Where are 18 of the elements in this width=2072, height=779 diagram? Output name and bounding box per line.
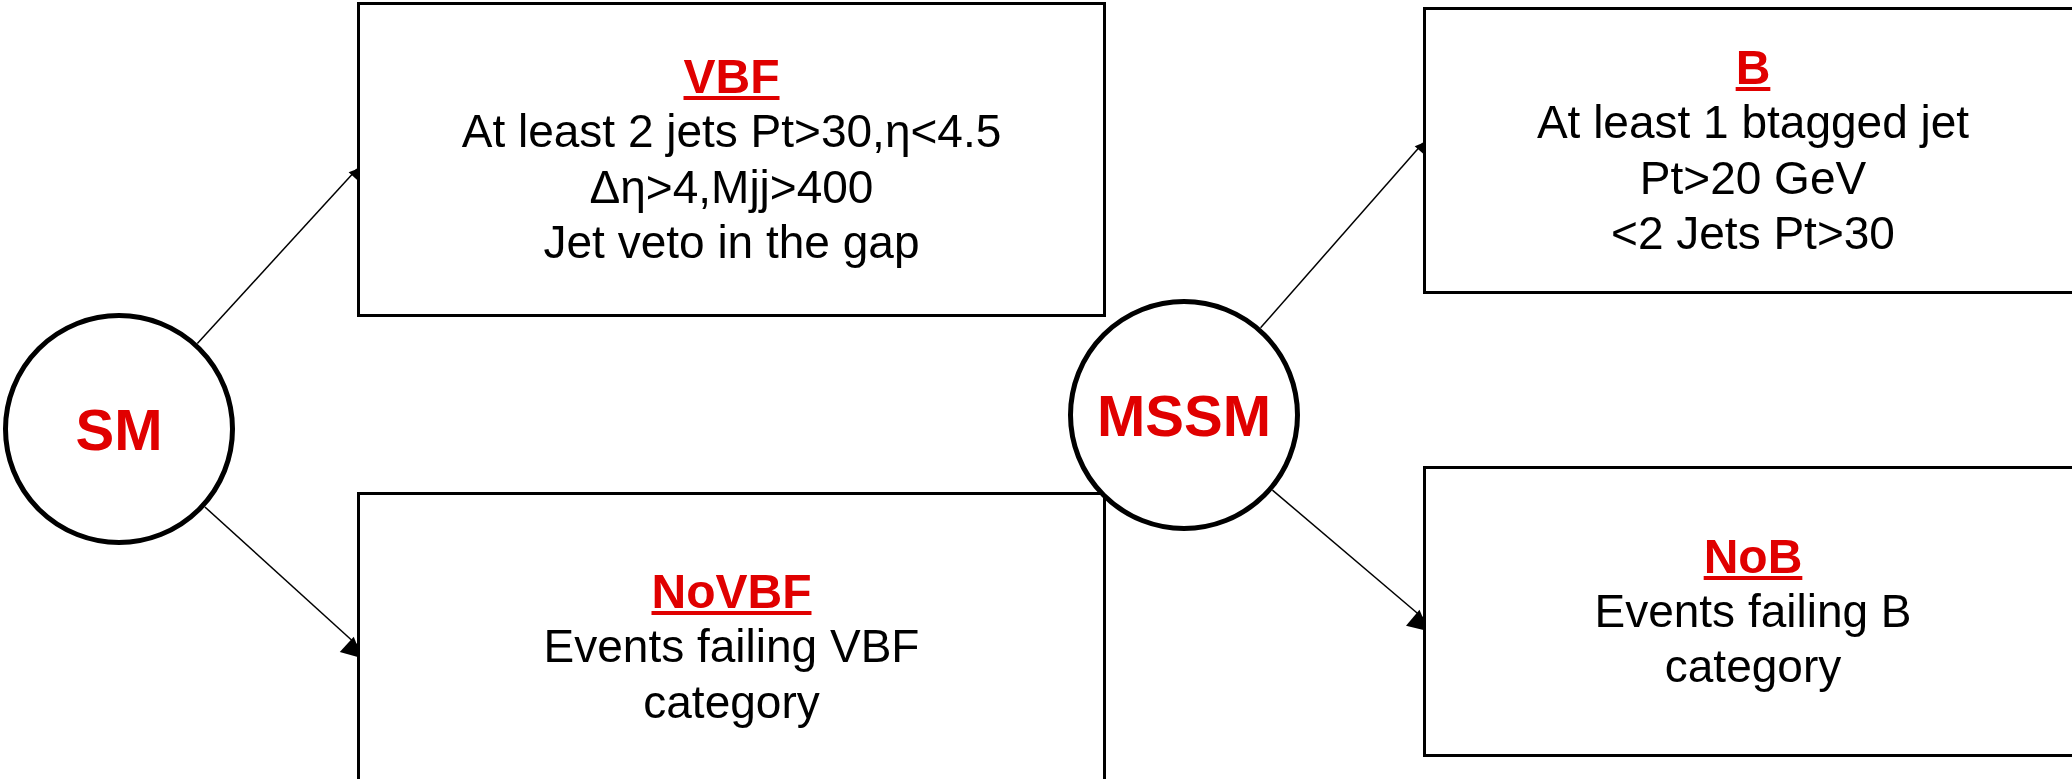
category-criterion: Jet veto in the gap — [543, 214, 920, 270]
category-criterion: Δη>4,Mjj>400 — [589, 159, 874, 215]
category-box — [1423, 7, 2072, 294]
category-box — [1423, 466, 2072, 757]
category-box — [357, 492, 1106, 779]
category-criterion: Events failing B category — [1593, 583, 1913, 695]
category-criterion: Pt>20 GeV — [1639, 150, 1867, 206]
category-title: NoVBF — [651, 564, 812, 620]
category-criterion: At least 2 jets Pt>30,η<4.5 — [461, 104, 1002, 160]
category-title: NoB — [1703, 528, 1803, 584]
category-criterion: Events failing VBF category — [542, 619, 921, 730]
category-title: VBF — [683, 49, 780, 105]
category-title: B — [1735, 40, 1771, 96]
category-box — [357, 2, 1106, 317]
model-label: SM — [75, 395, 163, 463]
model-label: MSSM — [1097, 381, 1271, 449]
category-criterion: At least 1 btagged jet — [1536, 95, 1970, 151]
category-criterion: <2 Jets Pt>30 — [1611, 205, 1895, 261]
